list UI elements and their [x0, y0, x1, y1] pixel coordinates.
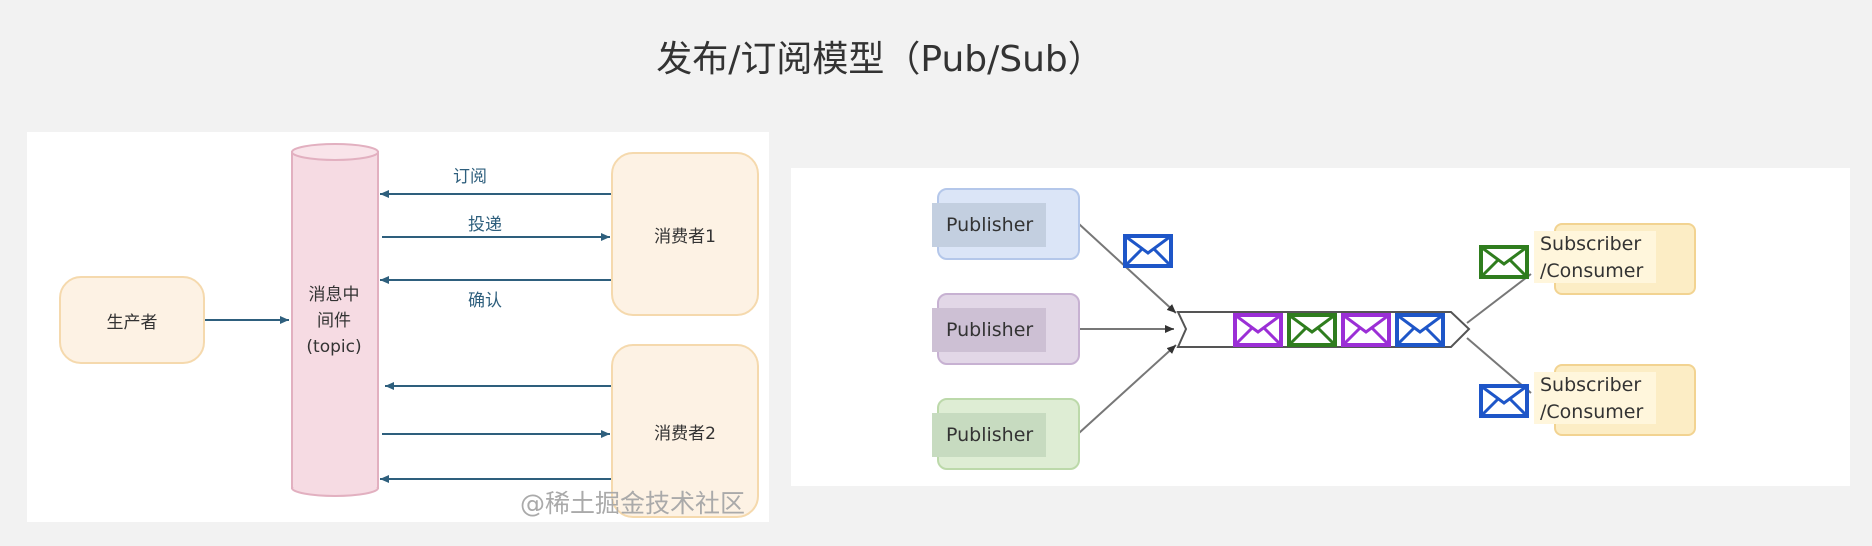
- publisher-2-label: Publisher: [932, 308, 1046, 352]
- middleware-cylinder: [291, 143, 379, 497]
- subscriber-1-connector: [1466, 273, 1532, 324]
- subscriber-label-line: Subscriber: [1540, 374, 1642, 396]
- ack-label: 确认: [468, 291, 502, 311]
- left-diagram-connectors: [205, 143, 611, 497]
- consumer-2-node: 消费者2: [611, 344, 759, 518]
- right-diagram-graphics: [1078, 223, 1532, 434]
- watermark: @稀土掘金技术社区: [520, 489, 746, 518]
- middleware-label-line: 间件: [317, 311, 351, 331]
- envelope-purple-icon: [1233, 313, 1283, 347]
- subscriber-2-node: Subscriber /Consumer: [1534, 364, 1696, 436]
- subscriber-label-line: /Consumer: [1540, 401, 1644, 423]
- subscriber-label-line: /Consumer: [1540, 260, 1644, 282]
- subscriber-2-connector: [1466, 337, 1532, 394]
- consumer-1-node: 消费者1: [611, 152, 759, 316]
- right-diagram-panel: Publisher Publisher Publisher Subscriber…: [791, 168, 1850, 486]
- subscriber-label-line: Subscriber: [1540, 233, 1642, 255]
- middleware-label: 消息中 间件 (topic): [289, 282, 379, 360]
- deliver-label: 投递: [468, 215, 502, 235]
- left-diagram-panel: 生产者 消息中 间件 (topic) 消费者1 消费者2 订阅 投递 确认 @稀…: [27, 132, 769, 522]
- subscribe-label: 订阅: [453, 167, 487, 187]
- publisher-1-connector: [1078, 223, 1177, 314]
- envelope-blue-icon: [1395, 313, 1445, 347]
- subscriber-2-label: Subscriber /Consumer: [1534, 372, 1656, 424]
- envelope-blue-icon: [1123, 234, 1173, 268]
- envelope-blue-icon: [1479, 384, 1529, 418]
- publisher-3-label: Publisher: [932, 413, 1046, 457]
- publisher-2-node: Publisher: [932, 293, 1080, 365]
- page-title: 发布/订阅模型（Pub/Sub）: [656, 39, 1104, 80]
- subscriber-1-node: Subscriber /Consumer: [1534, 223, 1696, 295]
- envelope-green-icon: [1287, 313, 1337, 347]
- publisher-1-label: Publisher: [932, 203, 1046, 247]
- middleware-label-line: (topic): [306, 337, 362, 357]
- middleware-label-line: 消息中: [308, 285, 360, 305]
- envelope-purple-icon: [1341, 313, 1391, 347]
- publisher-1-node: Publisher: [932, 188, 1080, 260]
- publisher-3-connector: [1078, 344, 1177, 434]
- producer-node: 生产者: [59, 276, 205, 364]
- subscriber-1-label: Subscriber /Consumer: [1534, 231, 1656, 283]
- envelope-green-icon: [1479, 245, 1529, 279]
- publisher-3-node: Publisher: [932, 398, 1080, 470]
